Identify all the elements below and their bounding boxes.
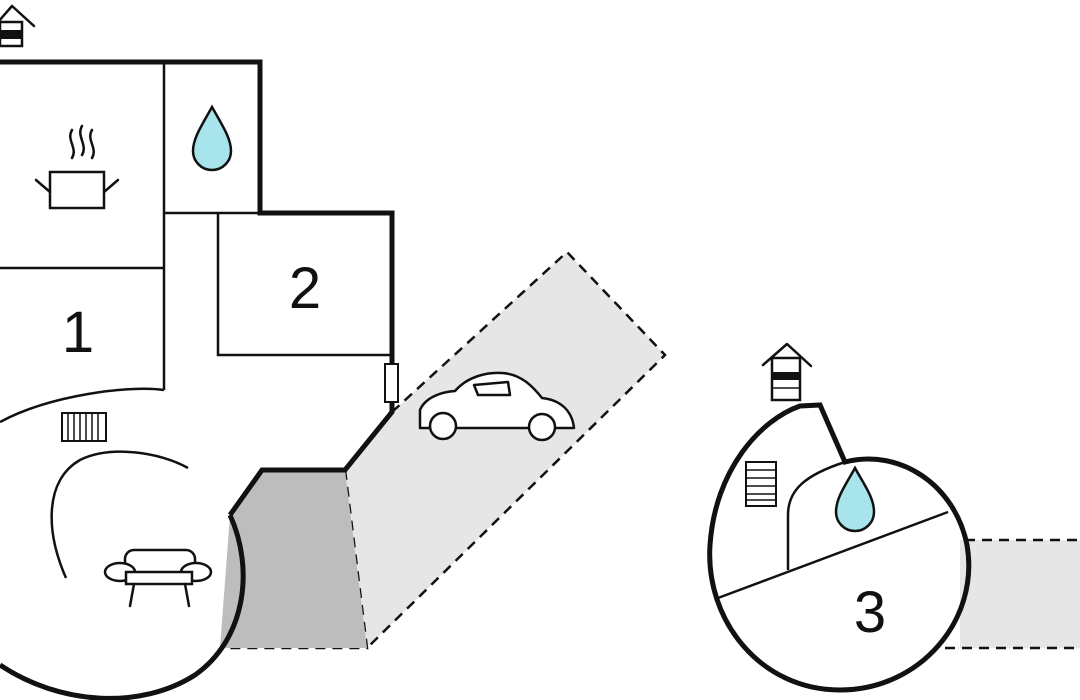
right-terrace-area <box>960 540 1080 648</box>
right-terrace-dashed-edge <box>945 538 1080 650</box>
room-label-3: 3 <box>854 580 886 645</box>
curved-divider <box>50 450 189 579</box>
window-icon <box>384 363 399 403</box>
car-icon <box>418 371 576 442</box>
living-room-arc <box>0 387 165 424</box>
radiator-icon-2 <box>745 461 777 507</box>
sofa-icon <box>103 548 213 608</box>
radiator-icon <box>61 412 107 442</box>
house-entrance-icon <box>0 4 36 48</box>
annex-building <box>707 402 972 693</box>
main-house-walls <box>0 59 395 517</box>
room-label-1: 1 <box>62 300 94 365</box>
water-drop-icon-2 <box>834 465 876 533</box>
inner-walls <box>0 62 392 390</box>
carport-dashed-edge <box>366 250 667 649</box>
house-entrance-icon-2 <box>761 342 813 402</box>
room-label-2: 2 <box>289 256 321 321</box>
carport-area <box>345 252 665 648</box>
water-drop-icon <box>191 104 233 172</box>
living-room-wall <box>0 513 246 700</box>
kitchen-pot-icon <box>34 124 120 210</box>
terrace-area <box>220 470 367 648</box>
